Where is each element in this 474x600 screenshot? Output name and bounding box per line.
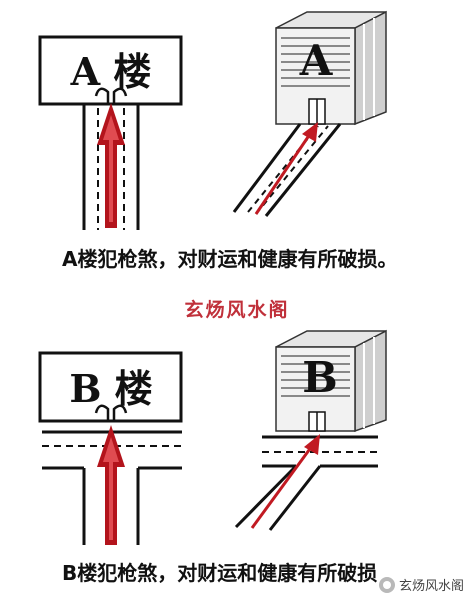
arrow-icon bbox=[97, 103, 125, 228]
top-caption: A楼犯枪煞，对财运和健康有所破损。 bbox=[62, 247, 398, 271]
door-icon bbox=[94, 404, 128, 421]
subtitle-brand: 玄炀风水阁 bbox=[184, 299, 290, 321]
diag-road-b-right bbox=[268, 465, 322, 531]
watermark: 玄炀风水阁 bbox=[378, 575, 464, 594]
diag-road-edge-right bbox=[264, 123, 342, 217]
diag-road-lane-2 bbox=[255, 125, 329, 215]
door-icon bbox=[94, 87, 128, 104]
bottom-right-panel: B bbox=[234, 329, 387, 531]
bottom-caption: B楼犯枪煞，对财运和健康有所破损 bbox=[62, 561, 378, 585]
top-left-panel: A 楼 bbox=[38, 35, 183, 230]
cube-b-letter: B bbox=[302, 353, 338, 402]
arrow-icon bbox=[254, 122, 318, 215]
building-a-box bbox=[38, 35, 183, 106]
cube-b-side bbox=[354, 329, 387, 433]
cube-a-side bbox=[354, 10, 387, 126]
building-a-label: A 楼 bbox=[70, 49, 152, 94]
watermark-logo-icon bbox=[378, 576, 395, 593]
bottom-left-panel: B 楼 bbox=[38, 351, 183, 545]
arrow-icon bbox=[97, 425, 125, 545]
building-b-box bbox=[38, 351, 183, 423]
top-right-panel: A bbox=[232, 10, 387, 217]
diag-road-b-left bbox=[234, 464, 298, 529]
watermark-text: 玄炀风水阁 bbox=[398, 579, 464, 594]
arrow-icon bbox=[250, 434, 320, 529]
cube-a-letter: A bbox=[299, 36, 334, 85]
diag-road-edge-left bbox=[232, 123, 302, 213]
building-b-label: B 楼 bbox=[69, 366, 152, 411]
